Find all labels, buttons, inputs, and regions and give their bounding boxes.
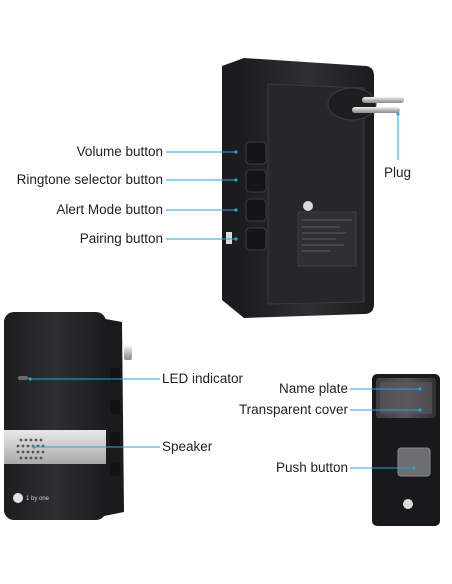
alert-button-shape (245, 198, 267, 222)
receiver-side-button-3 (110, 432, 120, 446)
pairing-side-marking (226, 232, 232, 244)
push-button-shape (397, 447, 431, 477)
label-ringtone-selector: Ringtone selector button (17, 172, 163, 187)
leader-dots (28, 112, 422, 470)
volume-button-shape (245, 141, 267, 165)
plug-pin-upper (362, 97, 404, 103)
receiver-front: 1 by one (4, 312, 132, 520)
label-pairing-button: Pairing button (80, 231, 163, 246)
name-plate-shape (380, 382, 432, 414)
receiver-side-panel (222, 58, 244, 318)
speaker-grille-icon (16, 438, 45, 460)
receiver-logo-icon (13, 493, 23, 503)
receiver-side-button-4 (110, 462, 120, 476)
transmitter (372, 374, 440, 526)
label-name-plate: Name plate (279, 381, 348, 396)
plug-base (327, 87, 377, 121)
leader-lines (30, 114, 420, 469)
receiver-front-body (4, 312, 106, 520)
receiver-front-pin (124, 346, 132, 360)
label-alert-mode: Alert Mode button (56, 202, 163, 217)
receiver-side-button-2 (110, 400, 120, 414)
label-led-indicator: LED indicator (162, 371, 244, 386)
receiver-rear (222, 58, 404, 318)
label-volume-button: Volume button (77, 144, 163, 159)
logo-mark-icon (303, 201, 313, 211)
label-transparent-cover: Transparent cover (239, 402, 349, 417)
label-push-button: Push button (276, 460, 348, 475)
led-indicator-icon (18, 376, 28, 380)
pairing-button-shape (245, 227, 267, 251)
plug-pin-lower (352, 107, 400, 113)
transmitter-logo-icon (403, 499, 413, 509)
label-speaker: Speaker (162, 439, 213, 454)
receiver-logo-text: 1 by one (26, 496, 50, 502)
label-plug: Plug (384, 165, 411, 180)
ringtone-button-shape (245, 169, 267, 193)
receiver-side-button-1 (110, 368, 120, 382)
